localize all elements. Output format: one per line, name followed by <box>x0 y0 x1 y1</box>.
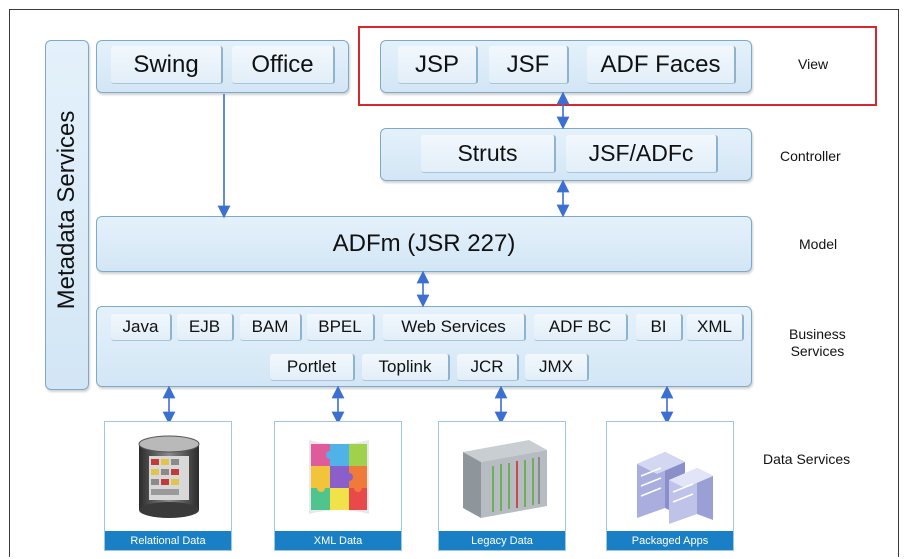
jmx-chip: JMX <box>525 354 589 381</box>
toplink-chip: Toplink <box>362 354 450 381</box>
jcr-chip: JCR <box>457 354 519 381</box>
metadata-services-panel <box>45 40 89 390</box>
xml-chip: XML <box>687 314 744 341</box>
business-label-line2: Services <box>790 343 845 359</box>
jsf-adfc-chip: JSF/ADFc <box>566 135 718 173</box>
business-label-line1: Business <box>789 326 846 342</box>
view-layer-label: View <box>798 56 829 72</box>
data-services-layer-label: Data Services <box>763 451 851 467</box>
portlet-chip: Portlet <box>270 354 355 381</box>
database-icon <box>138 435 200 518</box>
packaged-apps-box: Packaged Apps <box>606 421 734 551</box>
legacy-data-caption: Legacy Data <box>439 531 565 550</box>
buildings-icon <box>637 452 713 524</box>
web-services-chip: Web Services <box>383 314 526 341</box>
ejb-chip: EJB <box>177 314 234 341</box>
model-layer-label: Model <box>799 236 838 252</box>
view-highlight-box <box>358 26 877 106</box>
adf-bc-chip: ADF BC <box>534 314 628 341</box>
server-rack-icon <box>463 440 547 518</box>
bi-chip: BI <box>636 314 683 341</box>
office-chip: Office <box>232 46 335 84</box>
legacy-data-box: Legacy Data <box>438 421 566 551</box>
xml-data-box: XML Data <box>274 421 402 551</box>
packaged-apps-caption: Packaged Apps <box>607 531 733 550</box>
relational-data-caption: Relational Data <box>105 531 231 550</box>
relational-data-box: Relational Data <box>104 421 232 551</box>
bam-chip: BAM <box>240 314 302 341</box>
puzzle-icon <box>309 440 369 514</box>
adf-faces-chip: ADF Faces <box>587 46 736 84</box>
controller-layer-label: Controller <box>780 148 841 164</box>
struts-chip: Struts <box>421 135 556 173</box>
bpel-chip: BPEL <box>307 314 375 341</box>
swing-chip: Swing <box>111 46 223 84</box>
xml-data-caption: XML Data <box>275 531 401 550</box>
diagram-frame <box>9 9 899 557</box>
jsf-chip: JSF <box>489 46 569 84</box>
business-layer-label: Business Services <box>789 326 846 360</box>
model-label: ADFm (JSR 227) <box>332 230 516 257</box>
java-chip: Java <box>111 314 172 341</box>
jsp-chip: JSP <box>398 46 478 84</box>
